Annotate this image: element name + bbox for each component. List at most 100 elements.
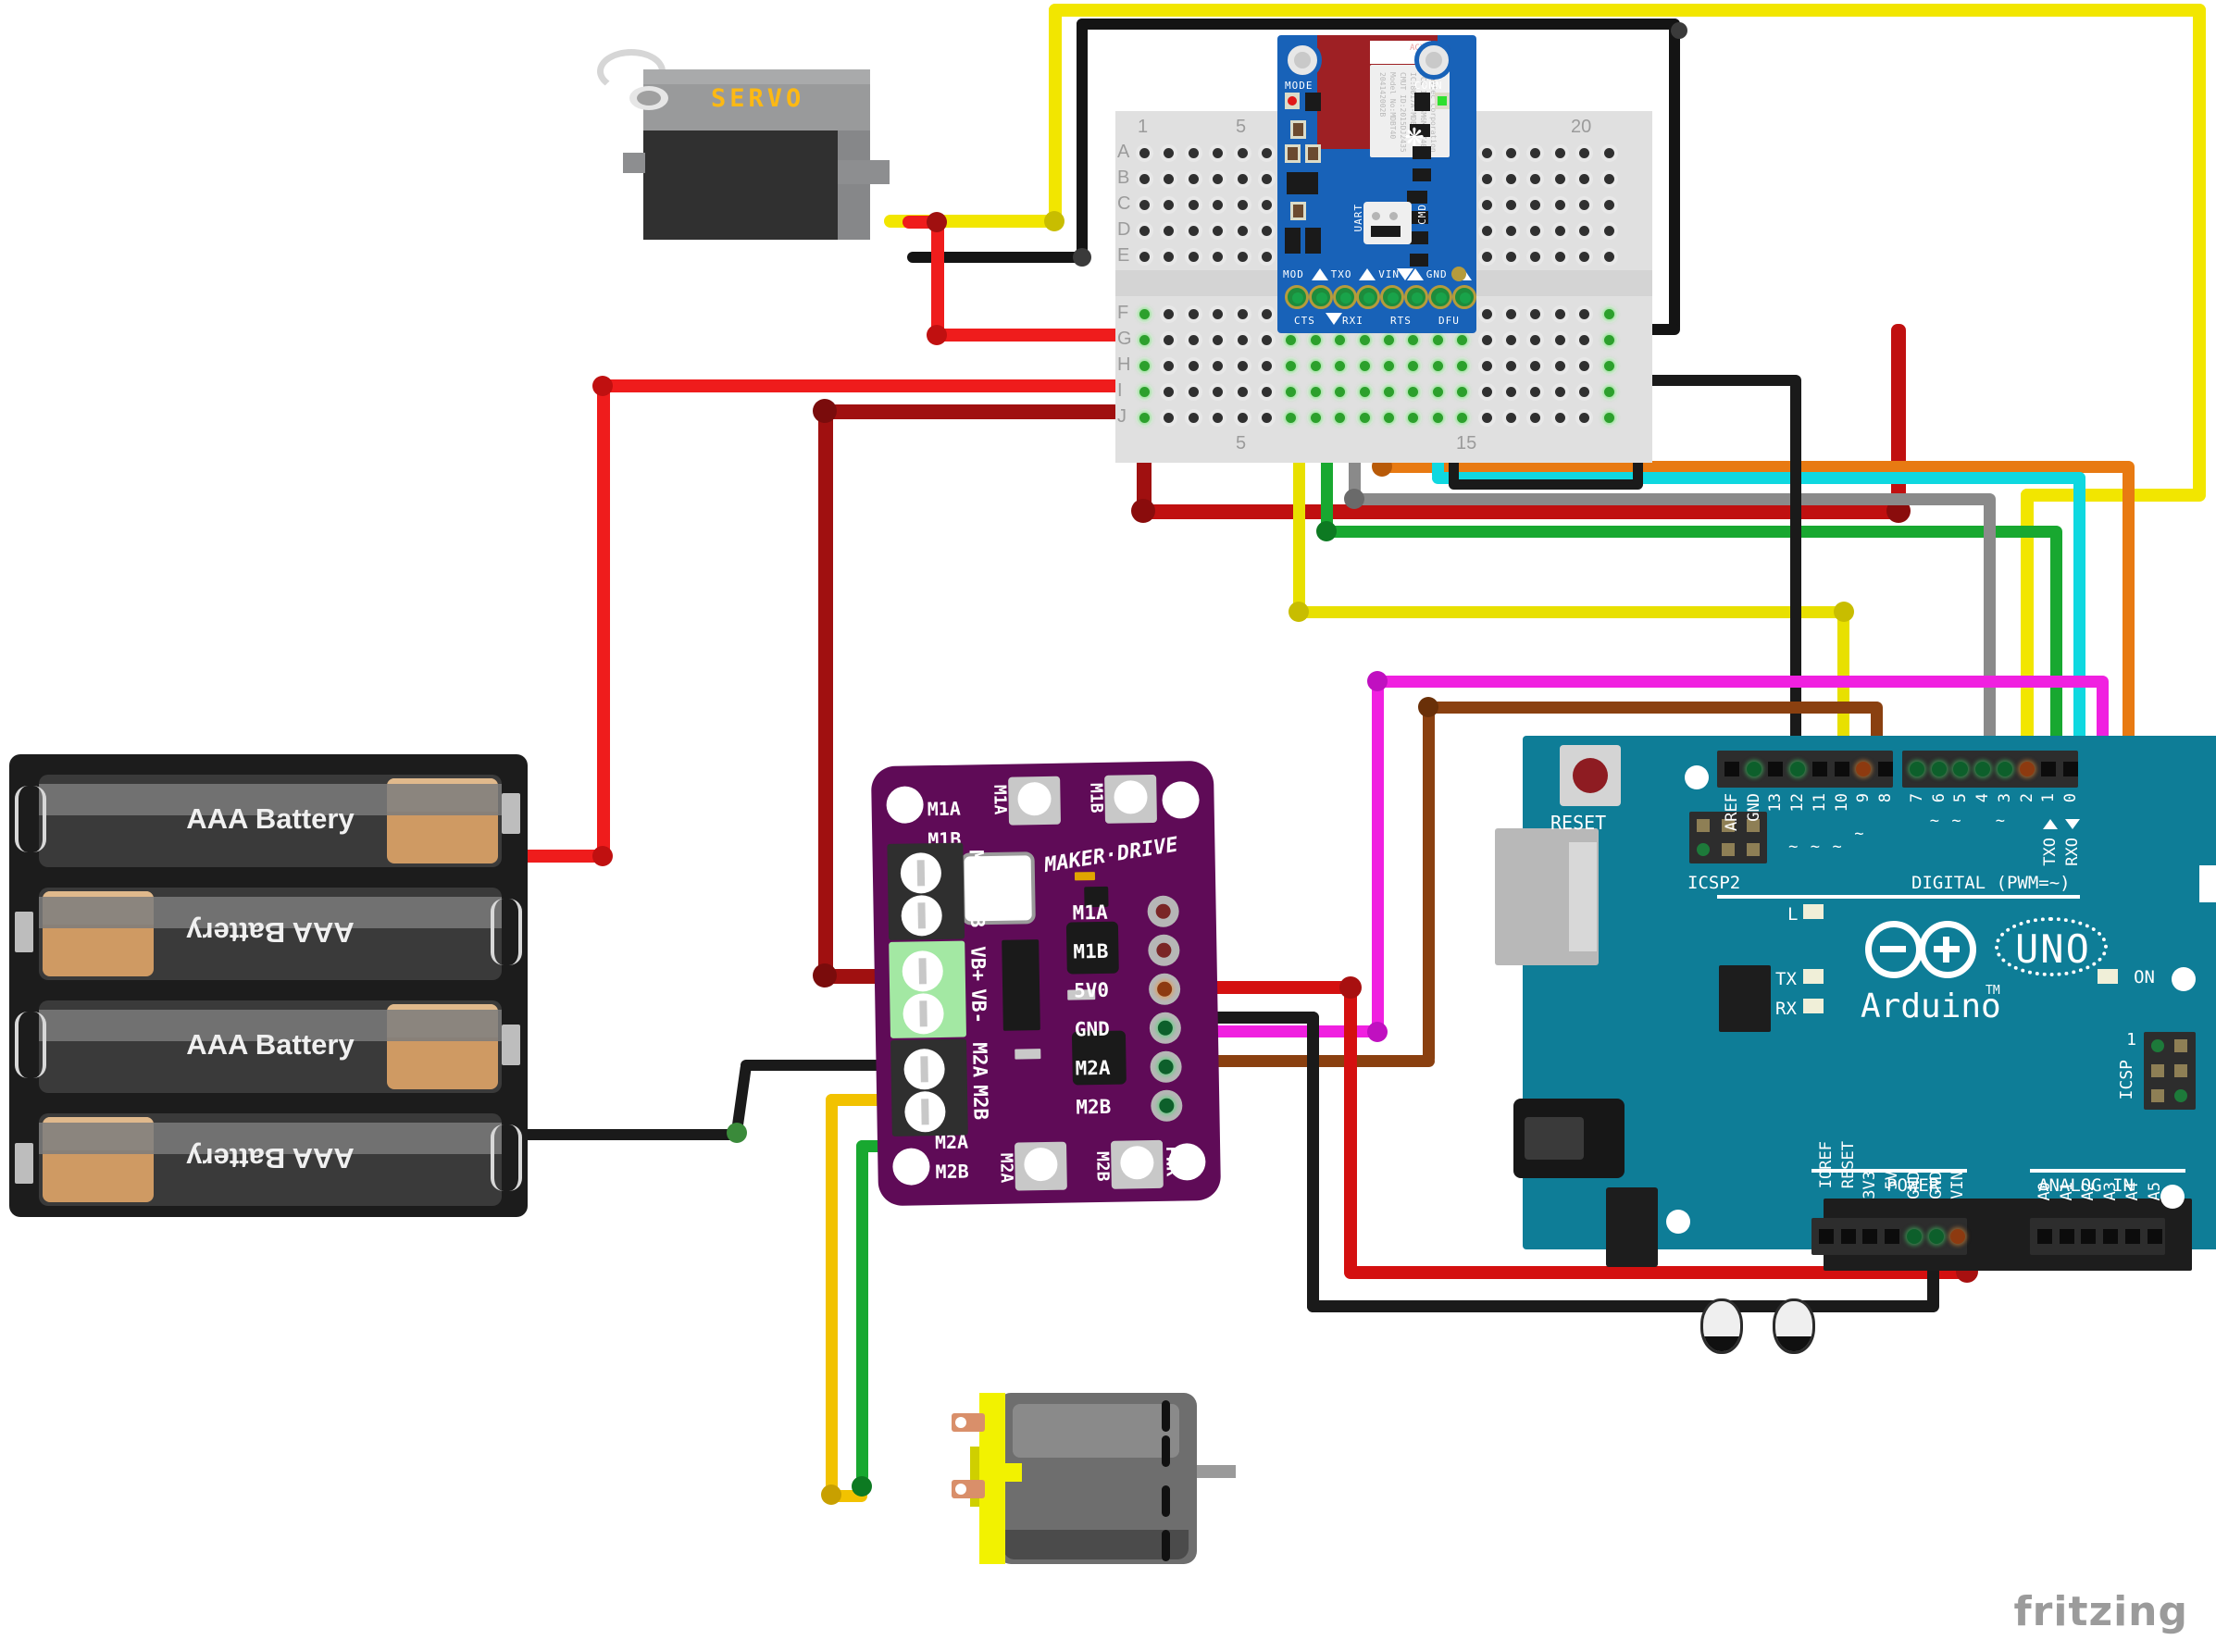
breadboard-hole[interactable] <box>1477 305 1496 323</box>
arduino-digital-pin-4[interactable] <box>1975 762 1991 776</box>
breadboard-hole[interactable] <box>1477 144 1496 162</box>
breadboard-hole[interactable] <box>1331 331 1350 349</box>
arduino-digital-pin-2[interactable] <box>2019 762 2035 776</box>
bluefruit-pin[interactable] <box>1451 285 1476 309</box>
md-right-pin-m2a[interactable] <box>1150 1050 1182 1084</box>
breadboard-hole[interactable] <box>1600 170 1618 188</box>
breadboard-hole[interactable] <box>1600 248 1618 266</box>
bluefruit-mode-switch[interactable] <box>1363 202 1412 244</box>
breadboard-hole[interactable] <box>1136 144 1153 162</box>
breadboard-hole[interactable] <box>1184 331 1202 349</box>
breadboard-hole[interactable] <box>1600 305 1618 323</box>
arduino-analog-pin-a4[interactable] <box>2124 1229 2140 1244</box>
breadboard-hole[interactable] <box>1600 222 1618 240</box>
breadboard-hole[interactable] <box>1184 383 1202 401</box>
arduino-digital-pin-AREF[interactable] <box>1724 762 1739 776</box>
arduino-power-pin-5v[interactable] <box>1885 1229 1900 1244</box>
breadboard-hole[interactable] <box>1428 357 1447 375</box>
bluefruit-pin[interactable] <box>1380 285 1405 309</box>
breadboard-hole[interactable] <box>1477 248 1496 266</box>
usb-connector[interactable] <box>1495 828 1599 965</box>
breadboard-hole[interactable] <box>1282 383 1301 401</box>
breadboard-hole[interactable] <box>1477 170 1496 188</box>
arduino-digital-pin-8[interactable] <box>1877 762 1893 776</box>
breadboard-hole[interactable] <box>1209 357 1227 375</box>
breadboard-hole[interactable] <box>1380 383 1398 401</box>
breadboard-hole[interactable] <box>1136 170 1153 188</box>
breadboard-hole[interactable] <box>1575 144 1594 162</box>
breadboard-hole[interactable] <box>1160 248 1178 266</box>
md-right-pin-m2b[interactable] <box>1151 1089 1183 1123</box>
bluefruit-pin[interactable] <box>1332 285 1357 309</box>
md-right-pin-gnd[interactable] <box>1149 1012 1182 1045</box>
breadboard-hole[interactable] <box>1136 248 1153 266</box>
maker-drive-board[interactable]: MAKER·DRIVE M1A M1B M1A M1B M2A M2B M2A … <box>870 760 1222 1207</box>
breadboard-hole[interactable] <box>1136 222 1153 240</box>
breadboard-hole[interactable] <box>1233 170 1251 188</box>
breadboard-hole[interactable] <box>1258 357 1276 375</box>
servo-motor[interactable]: SERVO <box>597 42 890 241</box>
md-button-m2a[interactable] <box>1014 1141 1067 1191</box>
breadboard-hole[interactable] <box>1136 331 1153 349</box>
breadboard-hole[interactable] <box>1575 357 1594 375</box>
breadboard-hole[interactable] <box>1233 383 1251 401</box>
breadboard-hole[interactable] <box>1306 383 1325 401</box>
dc-power-jack[interactable] <box>1513 1099 1625 1178</box>
breadboard-hole[interactable] <box>1331 383 1350 401</box>
arduino-digital-pin-0[interactable] <box>2062 762 2078 776</box>
breadboard-hole[interactable] <box>1526 144 1545 162</box>
breadboard-hole[interactable] <box>1160 196 1178 214</box>
bluefruit-pin[interactable] <box>1308 285 1333 309</box>
arduino-analog-pin-a2[interactable] <box>2081 1229 2097 1244</box>
breadboard-hole[interactable] <box>1477 222 1496 240</box>
arduino-power-pin-gnd[interactable] <box>1928 1229 1944 1244</box>
breadboard-hole[interactable] <box>1575 383 1594 401</box>
arduino-digital-pin-7[interactable] <box>1910 762 1924 776</box>
breadboard-hole[interactable] <box>1209 222 1227 240</box>
breadboard-hole[interactable] <box>1502 409 1520 427</box>
arduino-digital-pin-1[interactable] <box>2041 762 2057 776</box>
breadboard-hole[interactable] <box>1258 331 1276 349</box>
breadboard-hole[interactable] <box>1453 331 1472 349</box>
breadboard-hole[interactable] <box>1136 409 1153 427</box>
breadboard-hole[interactable] <box>1160 305 1178 323</box>
breadboard-hole[interactable] <box>1258 409 1276 427</box>
breadboard-hole[interactable] <box>1550 196 1569 214</box>
breadboard-hole[interactable] <box>1209 196 1227 214</box>
breadboard-hole[interactable] <box>1380 357 1398 375</box>
arduino-digital-pin-12[interactable] <box>1790 762 1806 776</box>
breadboard-hole[interactable] <box>1331 409 1350 427</box>
breadboard-hole[interactable] <box>1550 409 1569 427</box>
breadboard-hole[interactable] <box>1526 222 1545 240</box>
breadboard-hole[interactable] <box>1184 170 1202 188</box>
breadboard-hole[interactable] <box>1233 144 1251 162</box>
breadboard-hole[interactable] <box>1306 409 1325 427</box>
breadboard-hole[interactable] <box>1477 357 1496 375</box>
breadboard-hole[interactable] <box>1502 305 1520 323</box>
bluefruit-le-uart-module[interactable]: ACX Raytec Corporation FCC ID: SM6MDBT40… <box>1277 35 1476 333</box>
breadboard-hole[interactable] <box>1575 196 1594 214</box>
breadboard-hole[interactable] <box>1575 222 1594 240</box>
breadboard-hole[interactable] <box>1600 196 1618 214</box>
breadboard-hole[interactable] <box>1355 409 1374 427</box>
breadboard-hole[interactable] <box>1184 357 1202 375</box>
breadboard-hole[interactable] <box>1258 305 1276 323</box>
breadboard-hole[interactable] <box>1502 357 1520 375</box>
breadboard-hole[interactable] <box>1575 170 1594 188</box>
analog-header[interactable] <box>2030 1218 2165 1255</box>
breadboard-hole[interactable] <box>1136 196 1153 214</box>
breadboard-hole[interactable] <box>1380 409 1398 427</box>
breadboard-hole[interactable] <box>1550 305 1569 323</box>
breadboard-hole[interactable] <box>1258 170 1276 188</box>
breadboard-hole[interactable] <box>1233 305 1251 323</box>
breadboard-hole[interactable] <box>1355 331 1374 349</box>
breadboard-hole[interactable] <box>1306 357 1325 375</box>
arduino-power-pin-ioref[interactable] <box>1819 1229 1834 1244</box>
breadboard-hole[interactable] <box>1233 196 1251 214</box>
breadboard-hole[interactable] <box>1209 144 1227 162</box>
motor-terminal-plus[interactable] <box>952 1413 985 1432</box>
breadboard-hole[interactable] <box>1600 331 1618 349</box>
breadboard-hole[interactable] <box>1282 409 1301 427</box>
breadboard-hole[interactable] <box>1380 331 1398 349</box>
